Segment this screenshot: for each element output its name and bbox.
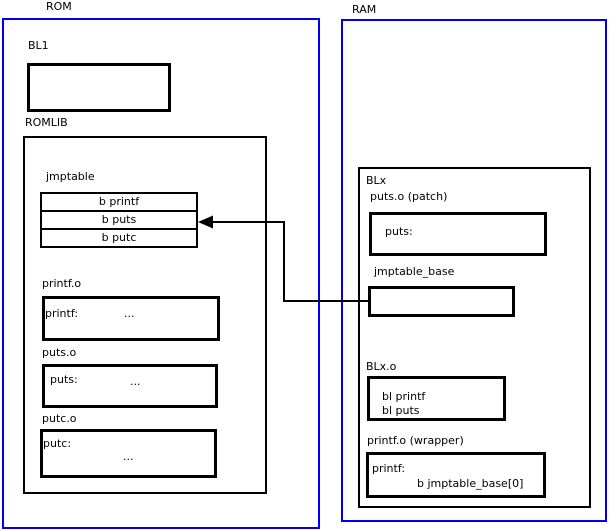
jmptable-row-b-printf: b printf xyxy=(40,192,198,212)
puts-patch-label: puts.o (patch) xyxy=(370,190,448,203)
puts-o-label: puts.o xyxy=(42,346,77,359)
puts-symbol: puts: xyxy=(50,373,78,386)
jmptable-base-label: jmptable_base xyxy=(374,265,455,278)
printf-ellipsis: ... xyxy=(124,307,135,320)
puts-o-box: puts: ... xyxy=(42,364,218,408)
jmptable-label: jmptable xyxy=(46,170,95,183)
rom-region: BL1 ROMLIB jmptable b printf b puts b pu… xyxy=(2,18,320,529)
jmptable-base-box xyxy=(368,286,515,317)
puts-patch-symbol: puts: xyxy=(385,225,413,238)
putc-o-box: putc: ... xyxy=(40,429,217,478)
blx-box: BLx puts.o (patch) puts: jmptable_base B… xyxy=(358,167,591,508)
puts-ellipsis: ... xyxy=(130,375,141,388)
printf-wrapper-label: printf.o (wrapper) xyxy=(367,434,464,447)
printf-symbol: printf: xyxy=(45,307,79,320)
ram-region: BLx puts.o (patch) puts: jmptable_base B… xyxy=(341,19,607,522)
ram-region-label: RAM xyxy=(352,3,377,16)
romlib-box: jmptable b printf b puts b putc printf.o… xyxy=(23,136,267,494)
blx-o-box: bl printf bl puts xyxy=(367,376,506,421)
printf-wrapper-line2: b jmptable_base[0] xyxy=(417,477,524,490)
printf-o-label: printf.o xyxy=(42,277,82,290)
putc-symbol: putc: xyxy=(43,437,72,450)
blx-label: BLx xyxy=(366,174,387,187)
bl1-box xyxy=(27,63,171,112)
jmptable-row-b-putc: b putc xyxy=(40,228,198,248)
rom-region-label: ROM xyxy=(46,0,72,13)
printf-o-box: printf: ... xyxy=(42,296,220,341)
putc-ellipsis: ... xyxy=(123,450,134,463)
blx-o-label: BLx.o xyxy=(366,360,397,373)
blx-o-line2: bl puts xyxy=(382,404,420,417)
printf-wrapper-box: printf: b jmptable_base[0] xyxy=(366,452,546,498)
printf-wrapper-line1: printf: xyxy=(372,462,406,475)
bl1-label: BL1 xyxy=(28,39,49,52)
jmptable-row-b-puts: b puts xyxy=(40,210,198,230)
romlib-label: ROMLIB xyxy=(25,116,68,129)
blx-o-line1: bl printf xyxy=(382,390,426,403)
puts-patch-box: puts: xyxy=(369,212,547,256)
jmptable-box: b printf b puts b putc xyxy=(40,192,198,248)
putc-o-label: putc.o xyxy=(42,412,77,425)
